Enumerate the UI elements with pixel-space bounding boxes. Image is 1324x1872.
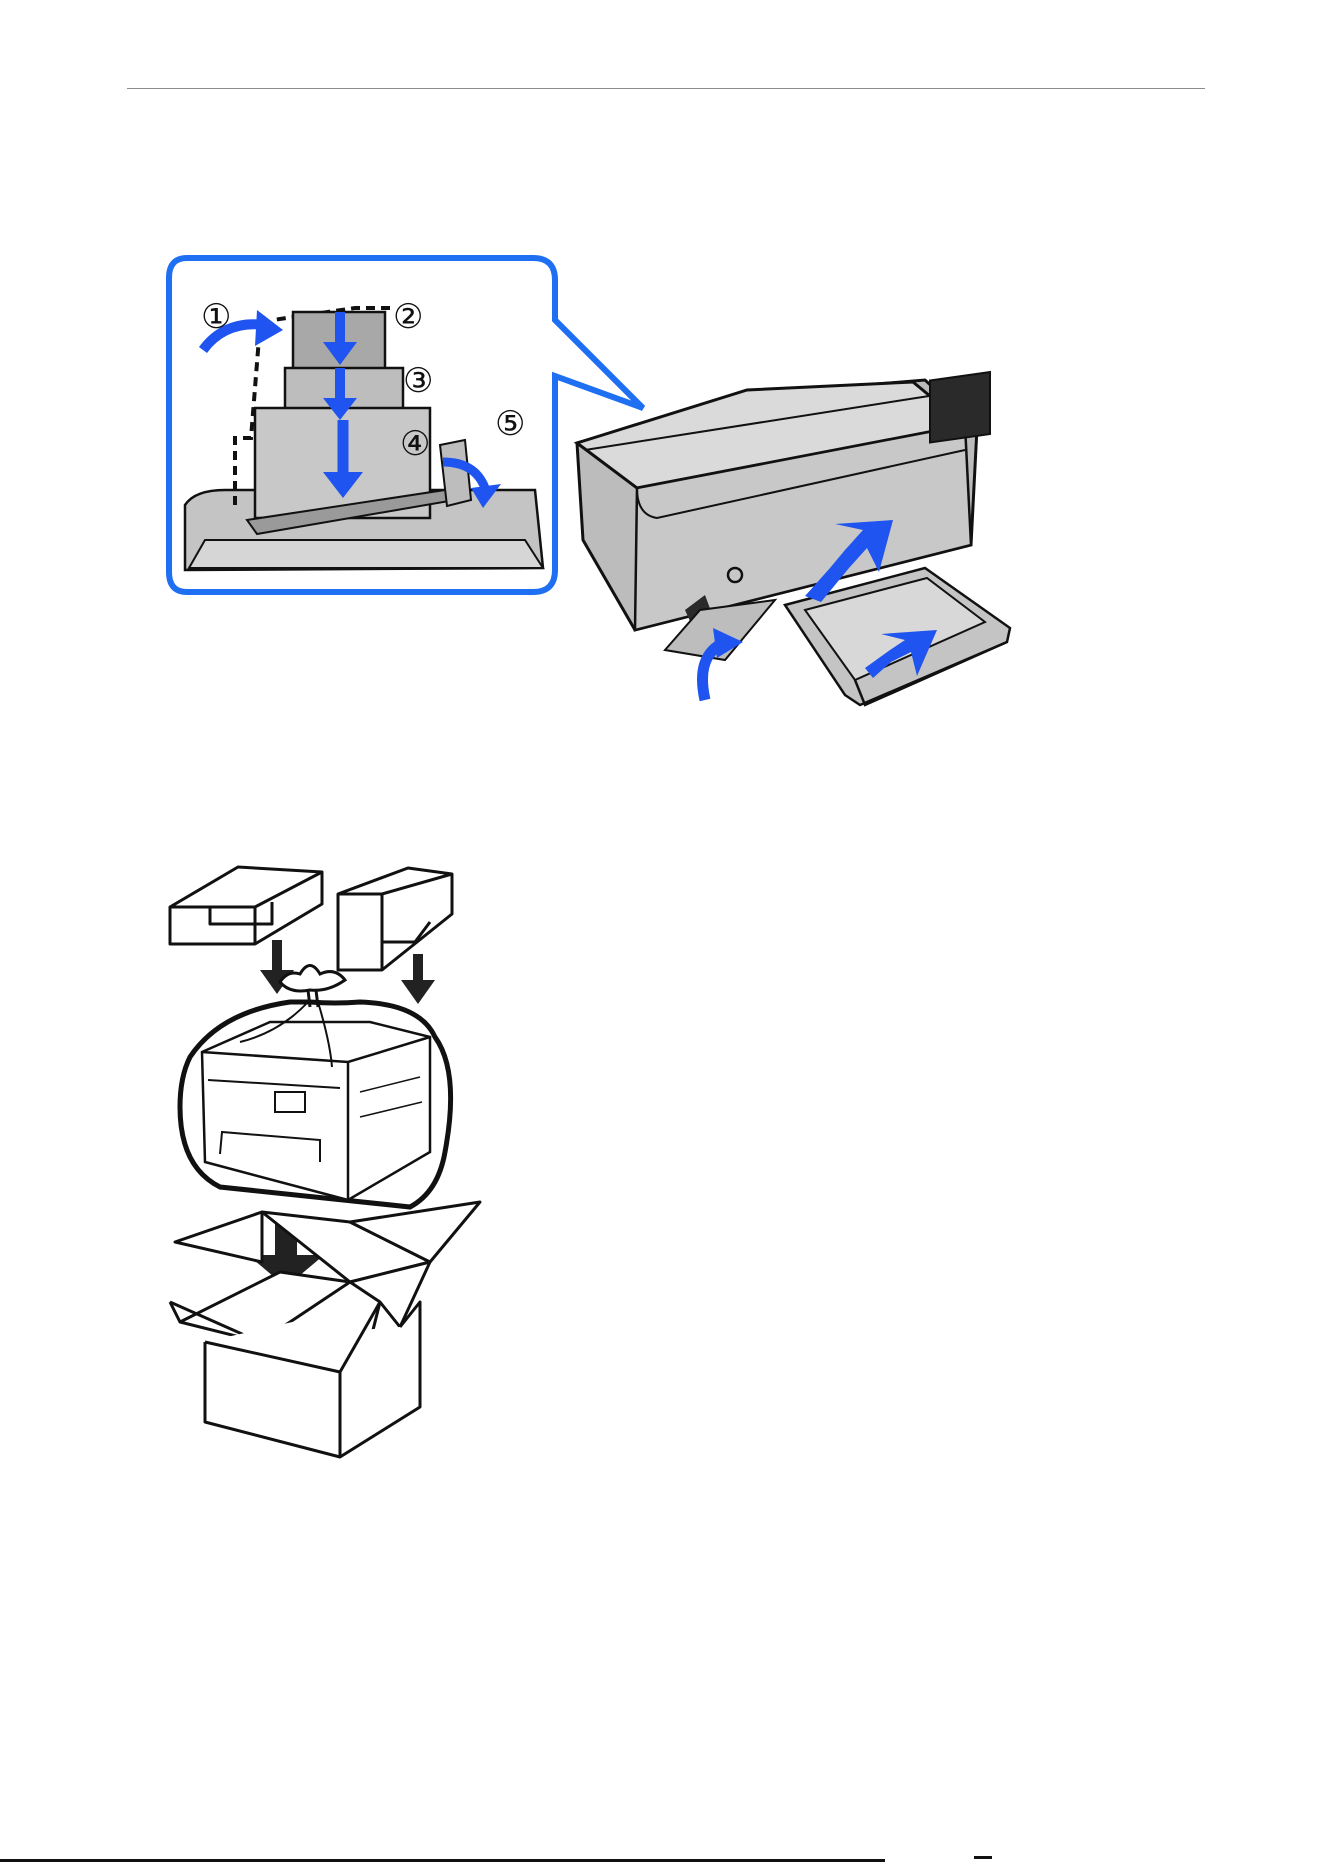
printer-storage-illustration: ① ② ③ ④ ⑤ bbox=[165, 250, 1035, 720]
down-arrow-right bbox=[401, 954, 435, 1004]
step-label-3: ③ bbox=[403, 361, 433, 401]
cardboard-box bbox=[170, 1202, 480, 1457]
step-label-5: ⑤ bbox=[495, 404, 525, 444]
printer-main bbox=[577, 372, 1010, 705]
footer-rule bbox=[0, 1859, 885, 1862]
foam-block-left bbox=[170, 867, 322, 944]
step-label-4: ④ bbox=[400, 424, 430, 464]
header-rule bbox=[127, 88, 1205, 89]
footer-mark bbox=[974, 1856, 992, 1859]
packing-illustration bbox=[160, 862, 500, 1462]
step-label-1: ① bbox=[201, 297, 231, 337]
foam-block-right bbox=[338, 868, 452, 970]
bagged-printer bbox=[180, 966, 451, 1208]
step-label-2: ② bbox=[393, 297, 423, 337]
